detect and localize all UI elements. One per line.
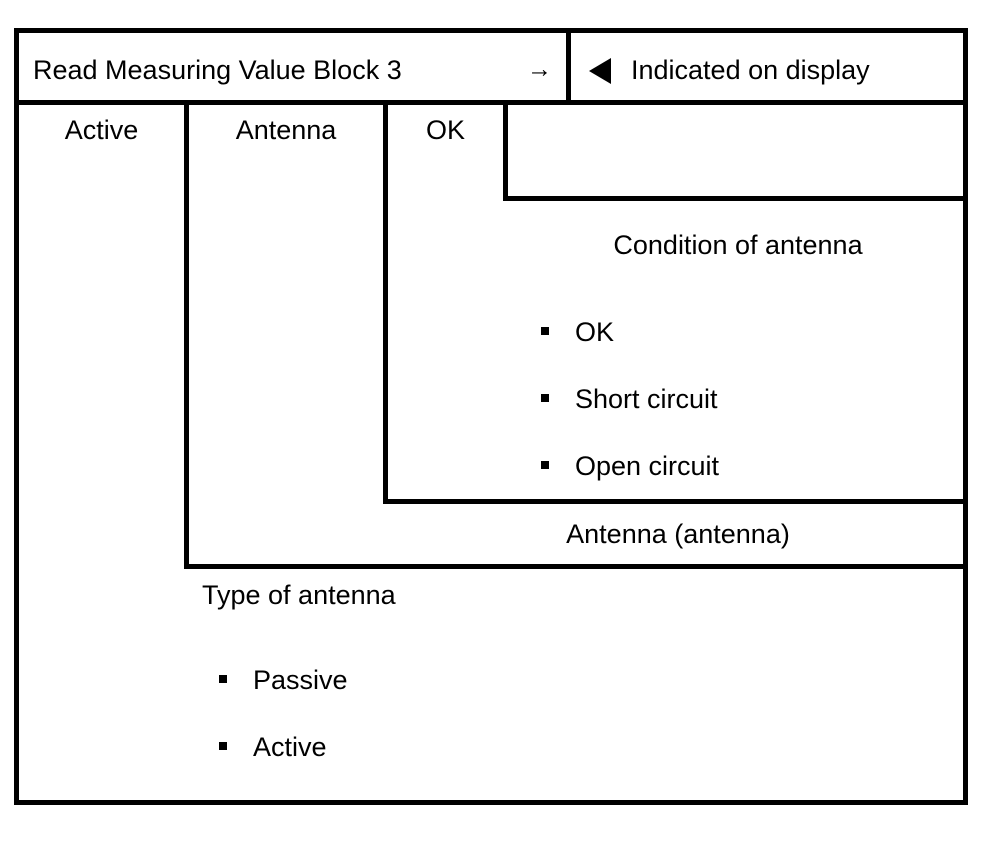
bullet-icon: [541, 327, 549, 335]
option-label: Passive: [253, 665, 348, 695]
bullet-icon: [541, 461, 549, 469]
value-cell-active: Active: [64, 115, 139, 145]
frame-right-border: [963, 28, 968, 805]
bullet-icon: [541, 394, 549, 402]
option-label: OK: [575, 317, 615, 347]
group-heading-condition-of-antenna: Condition of antenna: [613, 230, 863, 260]
value-cell-antenna: Antenna: [235, 115, 337, 145]
group-heading-type-of-antenna: Type of antenna: [202, 580, 396, 610]
flow-arrow-icon: →: [527, 55, 552, 83]
frame-top-border: [14, 28, 968, 33]
option-label: Active: [253, 732, 327, 762]
step-divider-top: [503, 196, 968, 201]
option-label: Short circuit: [575, 384, 718, 414]
option-label: Open circuit: [575, 451, 720, 481]
column-divider-2: [383, 103, 388, 504]
left-triangle-icon: [589, 58, 611, 84]
step-divider-bottom: [184, 564, 968, 569]
bullet-icon: [219, 742, 227, 750]
bullet-icon: [219, 675, 227, 683]
column-divider-3: [503, 103, 508, 201]
column-divider-1: [184, 103, 189, 569]
group-heading-antenna: Antenna (antenna): [566, 519, 790, 549]
step-divider-middle: [383, 499, 968, 504]
frame-bottom-border: [14, 800, 968, 805]
block-title: Read Measuring Value Block 3: [33, 55, 402, 85]
header-bottom-divider: [14, 100, 968, 105]
value-cell-ok: OK: [425, 115, 465, 145]
header-cell-divider: [566, 28, 571, 105]
display-note: Indicated on display: [631, 55, 870, 85]
frame-left-border: [14, 28, 19, 805]
